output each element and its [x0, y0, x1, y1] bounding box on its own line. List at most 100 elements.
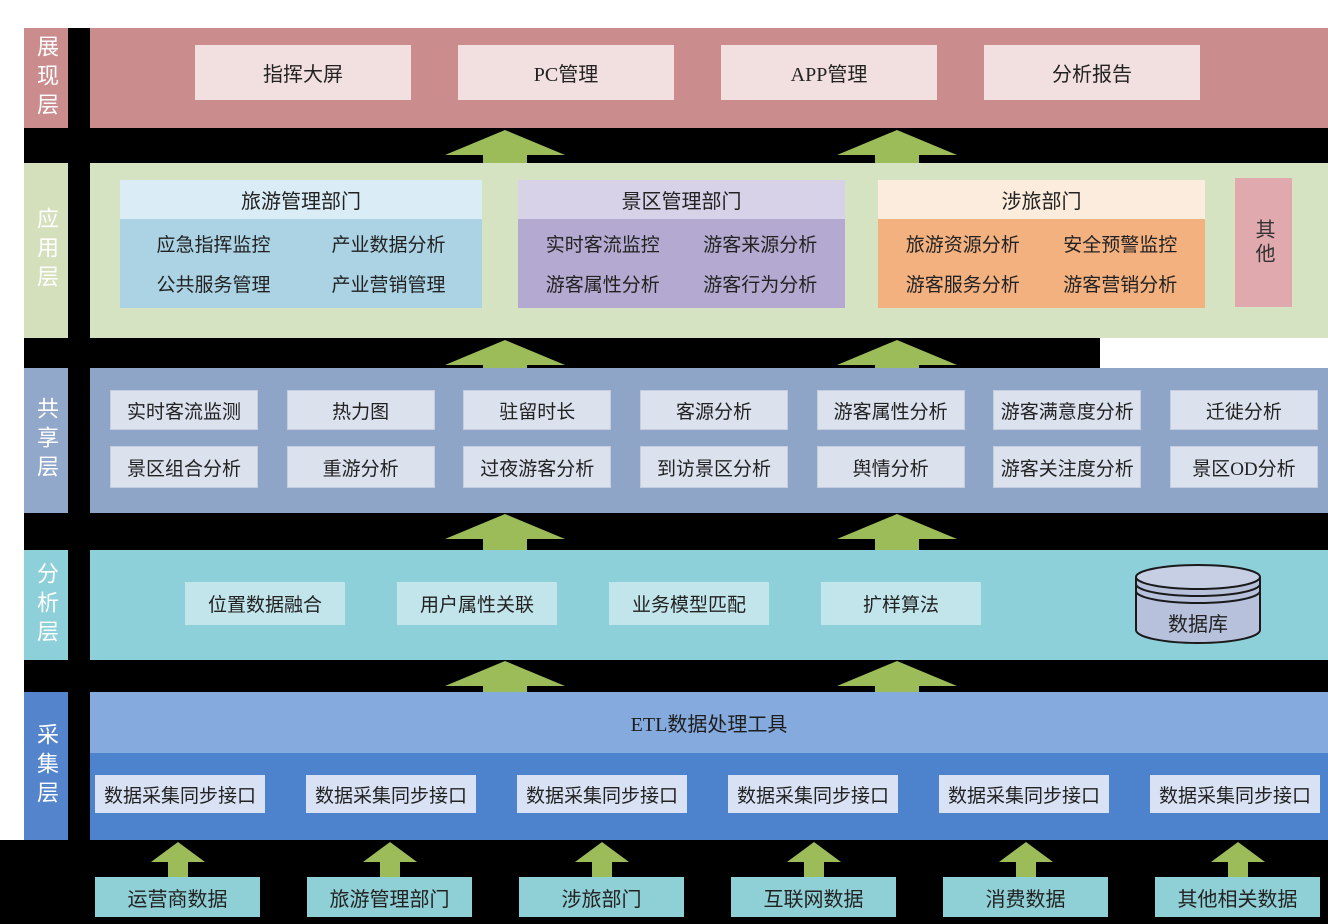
arrow-shaft — [167, 862, 188, 878]
database-label: 数据库 — [1168, 614, 1228, 636]
data-sync-interface: 数据采集同步接口 — [517, 775, 687, 813]
application-item: 游客属性分析 — [545, 275, 660, 297]
sharing-layer-band: 实时客流监测热力图驻留时长客源分析游客属性分析游客满意度分析迁徙分析 景区组合分… — [90, 368, 1328, 513]
application-item: 实时客流监控 — [545, 234, 660, 256]
application-item: 游客行为分析 — [703, 275, 818, 297]
sharing-item: 过夜游客分析 — [463, 446, 612, 488]
arrow-shaft — [1227, 862, 1248, 878]
sharing-item: 迁徙分析 — [1169, 390, 1318, 430]
arrow-shaft — [1015, 862, 1036, 878]
analysis-items: 位置数据融合 用户属性关联 业务模型匹配 扩样算法 — [185, 582, 981, 625]
analysis-item: 位置数据融合 — [185, 582, 345, 625]
application-layer-band: 旅游管理部门 应急指挥监控 产业数据分析公共服务管理 产业营销管理 景区管理部门 实… — [90, 163, 1328, 338]
group-title: 景区管理部门 — [518, 180, 845, 219]
sharing-item: 游客满意度分析 — [993, 390, 1142, 430]
left-margin — [0, 28, 24, 840]
up-arrow-icon — [837, 514, 957, 555]
up-arrow-icon — [307, 842, 472, 878]
application-item: 旅游资源分析 — [905, 234, 1020, 256]
other-box: 其他 — [1235, 178, 1292, 307]
collection-interfaces: 数据采集同步接口 数据采集同步接口 数据采集同步接口 数据采集同步接口 数据采集同步接口… — [95, 775, 1320, 813]
collection-layer-band: ETL数据处理工具 数据采集同步接口数据采集同步接口数据采集同步接口数据采集同步… — [90, 692, 1328, 840]
data-sync-interface: 数据采集同步接口 — [95, 775, 265, 813]
sharing-row-2: 景区组合分析重游分析过夜游客分析到访景区分析舆情分析游客关注度分析景区OD分析 — [110, 446, 1318, 488]
application-item: 游客来源分析 — [703, 234, 818, 256]
application-item: 产业营销管理 — [331, 275, 446, 297]
analysis-item: 业务模型匹配 — [609, 582, 769, 625]
up-arrow-icon — [1155, 842, 1320, 878]
arrow-head — [837, 661, 957, 686]
sharing-item: 游客属性分析 — [816, 390, 965, 430]
arrow-head — [362, 842, 417, 862]
database-cylinder-icon: 数据库 — [1129, 562, 1267, 646]
arrow-head — [837, 514, 957, 539]
source-arrows — [95, 842, 1320, 878]
data-sync-interface: 数据采集同步接口 — [306, 775, 476, 813]
data-source-box: 运营商数据 — [95, 877, 260, 917]
application-item: 游客服务分析 — [905, 275, 1020, 297]
arrow-head — [445, 340, 565, 365]
sharing-item: 舆情分析 — [816, 446, 965, 488]
arrow-head — [150, 842, 205, 862]
sharing-item: 游客关注度分析 — [993, 446, 1142, 488]
data-source-box: 旅游管理部门 — [307, 877, 472, 917]
sharing-item: 重游分析 — [286, 446, 435, 488]
arrow-head — [445, 661, 565, 686]
application-item: 安全预警监控 — [1063, 234, 1178, 256]
application-item: 应急指挥监控 — [156, 234, 271, 256]
group-tourism-related: 涉旅部门 旅游资源分析安全预警监控游客服务分析游客营销分析 — [878, 180, 1205, 308]
sharing-item: 热力图 — [286, 390, 435, 430]
sharing-item: 实时客流监测 — [110, 390, 258, 430]
etl-tool-bar: ETL数据处理工具 — [90, 692, 1328, 753]
analysis-layer-label: 分析层 — [24, 550, 68, 660]
presentation-item: APP管理 — [721, 45, 937, 100]
arrow-head — [445, 514, 565, 539]
group-items: 应急指挥监控 产业数据分析公共服务管理 产业营销管理 — [120, 219, 482, 308]
application-layer-label: 应用层 — [24, 163, 68, 338]
group-tourism-admin: 旅游管理部门 应急指挥监控 产业数据分析公共服务管理 产业营销管理 — [120, 180, 482, 308]
presentation-items: 指挥大屏 PC管理 APP管理分析报告 — [195, 45, 1200, 100]
sharing-item: 景区OD分析 — [1169, 446, 1318, 488]
presentation-item: 分析报告 — [984, 45, 1200, 100]
group-items: 旅游资源分析安全预警监控游客服务分析游客营销分析 — [878, 219, 1205, 308]
sharing-item: 驻留时长 — [463, 390, 612, 430]
data-source-box: 其他相关数据 — [1155, 877, 1320, 917]
presentation-item: 指挥大屏 — [195, 45, 411, 100]
sharing-item: 到访景区分析 — [639, 446, 788, 488]
presentation-layer-band: 指挥大屏 PC管理 APP管理分析报告 — [90, 28, 1328, 128]
application-item: 产业数据分析 — [331, 234, 446, 256]
group-scenic-admin: 景区管理部门 实时客流监控 游客来源分析游客属性分析 游客行为分析 — [518, 180, 845, 308]
arrow-shaft — [379, 862, 400, 878]
data-sync-interface: 数据采集同步接口 — [939, 775, 1109, 813]
data-source-box: 消费数据 — [943, 877, 1108, 917]
top-margin — [0, 0, 1328, 28]
arrow-head — [1210, 842, 1265, 862]
arrow-head — [445, 130, 565, 155]
up-arrow-icon — [731, 842, 896, 878]
up-arrow-icon — [445, 661, 565, 702]
sharing-row-1: 实时客流监测热力图驻留时长客源分析游客属性分析游客满意度分析迁徙分析 — [110, 390, 1318, 430]
arrow-shaft — [803, 862, 824, 878]
analysis-item: 扩样算法 — [821, 582, 981, 625]
arrow-head — [786, 842, 841, 862]
data-source-box: 涉旅部门 — [519, 877, 684, 917]
sharing-item: 客源分析 — [639, 390, 788, 430]
data-sync-interface: 数据采集同步接口 — [728, 775, 898, 813]
up-arrow-icon — [95, 842, 260, 878]
gap-white-patch — [1100, 338, 1328, 368]
arrow-shaft — [591, 862, 612, 878]
application-item: 公共服务管理 — [156, 275, 271, 297]
group-title: 旅游管理部门 — [120, 180, 482, 219]
group-items: 实时客流监控 游客来源分析游客属性分析 游客行为分析 — [518, 219, 845, 308]
data-source-box: 互联网数据 — [731, 877, 896, 917]
analysis-item: 用户属性关联 — [397, 582, 557, 625]
arrow-head — [574, 842, 629, 862]
presentation-layer-label: 展现层 — [24, 28, 68, 128]
arrow-head — [998, 842, 1053, 862]
sharing-item: 景区组合分析 — [110, 446, 258, 488]
arrow-head — [837, 340, 957, 365]
collection-layer-label: 采集层 — [24, 692, 68, 840]
presentation-item: PC管理 — [458, 45, 674, 100]
data-sources: 运营商数据 旅游管理部门 涉旅部门 互联网数据 消费数据 其他相关数据 — [95, 877, 1320, 917]
